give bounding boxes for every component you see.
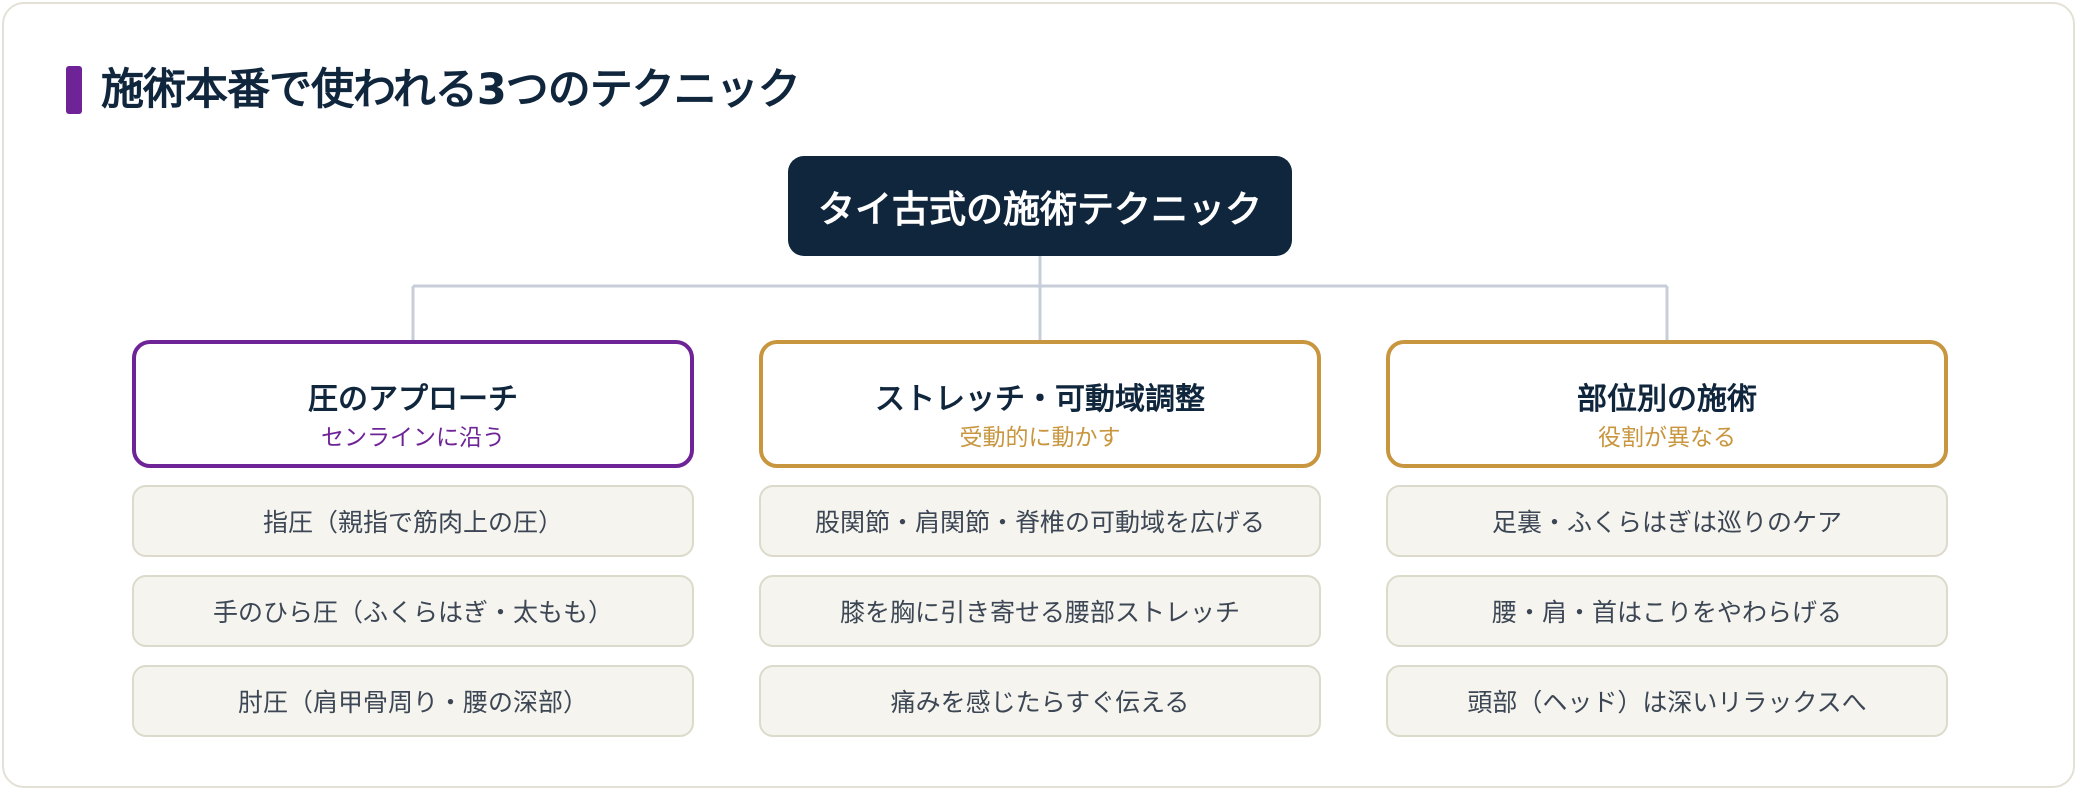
list-item: 指圧（親指で筋肉上の圧） xyxy=(132,485,694,557)
branch-heading: ストレッチ・可動域調整 xyxy=(875,382,1205,417)
branch-subheading: 役割が異なる xyxy=(1598,425,1736,451)
branch-heading: 圧のアプローチ xyxy=(308,382,518,417)
list-item: 腰・肩・首はこりをやわらげる xyxy=(1386,575,1948,647)
list-item: 手のひら圧（ふくらはぎ・太もも） xyxy=(132,575,694,647)
branch-subheading: 受動的に動かす xyxy=(959,425,1121,451)
branch-body-parts: 部位別の施術 役割が異なる xyxy=(1386,340,1948,468)
list-item: 膝を胸に引き寄せる腰部ストレッチ xyxy=(759,575,1321,647)
title-accent-bar xyxy=(66,66,82,114)
page-title: 施術本番で使われる3つのテクニック xyxy=(101,65,801,115)
list-item: 股関節・肩関節・脊椎の可動域を広げる xyxy=(759,485,1321,557)
branch-stretch: ストレッチ・可動域調整 受動的に動かす xyxy=(759,340,1321,468)
branch-heading: 部位別の施術 xyxy=(1577,382,1757,417)
list-item: 足裏・ふくらはぎは巡りのケア xyxy=(1386,485,1948,557)
root-node: タイ古式の施術テクニック xyxy=(788,156,1292,256)
branch-subheading: センラインに沿う xyxy=(321,425,505,451)
list-item: 肘圧（肩甲骨周り・腰の深部） xyxy=(132,665,694,737)
list-item: 痛みを感じたらすぐ伝える xyxy=(759,665,1321,737)
list-item: 頭部（ヘッド）は深いリラックスへ xyxy=(1386,665,1948,737)
branch-pressure-approach: 圧のアプローチ センラインに沿う xyxy=(132,340,694,468)
